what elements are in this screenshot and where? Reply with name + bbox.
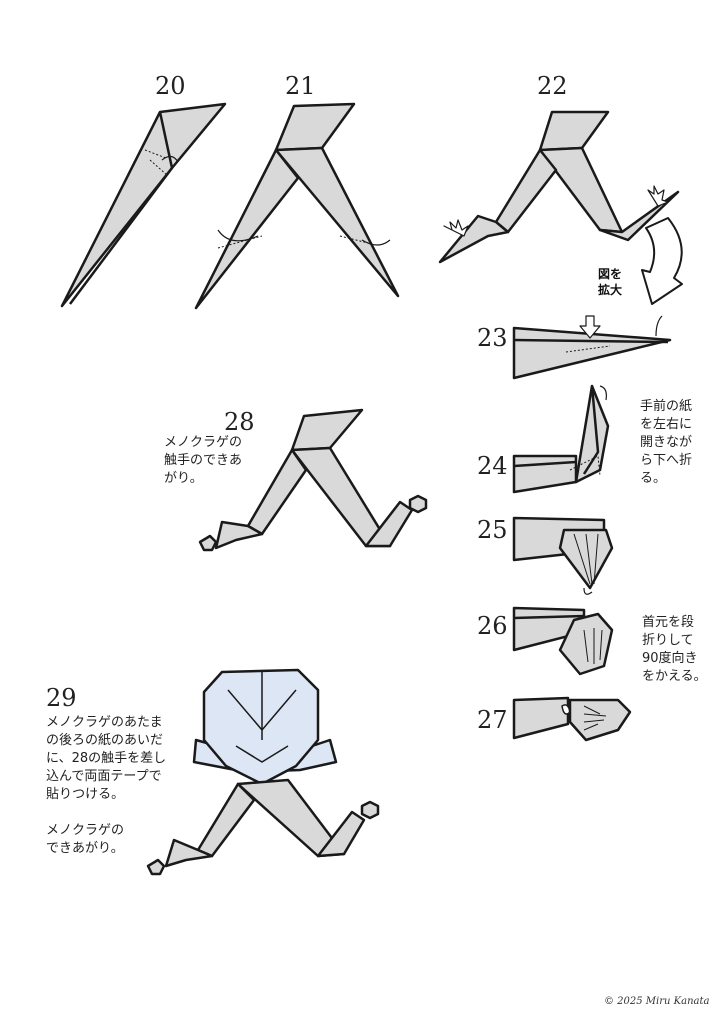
step-24-figure	[512, 384, 610, 494]
step-29-figure	[146, 668, 380, 876]
step-20-figure	[60, 102, 227, 308]
step-21-figure	[194, 102, 400, 310]
step-23-figure	[512, 315, 672, 380]
step-number-27: 27	[477, 706, 508, 734]
step-27-figure	[512, 696, 632, 742]
step-number-20: 20	[155, 72, 186, 100]
step-number-24: 24	[477, 452, 508, 480]
step-28-figure	[198, 408, 428, 552]
step-number-21: 21	[285, 72, 316, 100]
step-number-26: 26	[477, 612, 508, 640]
step-22-figure	[438, 110, 683, 305]
step-number-25: 25	[477, 516, 508, 544]
step-number-23: 23	[477, 324, 508, 352]
step-25-figure	[512, 516, 614, 595]
step-number-28: 28	[224, 408, 255, 436]
step-29-instruction: メノクラゲのあたま の後ろの紙のあいだ に、28の触手を差し 込んで両面テープで…	[46, 715, 167, 856]
step-24-instruction: 手前の紙 を左右に 開きなが ら下へ折 る。	[640, 399, 693, 486]
zoom-label: 図を 拡大	[597, 267, 622, 297]
step-26-instruction: 首元を段 折りして 90度向き をかえる。	[642, 615, 707, 684]
step-26-figure	[512, 606, 614, 676]
copyright: © 2025 Miru Kanata	[604, 996, 710, 1007]
step-number-29: 29	[46, 684, 77, 712]
step-number-22: 22	[537, 72, 568, 100]
step-28-caption: メノクラゲの 触手のできあ がり。	[164, 435, 243, 486]
